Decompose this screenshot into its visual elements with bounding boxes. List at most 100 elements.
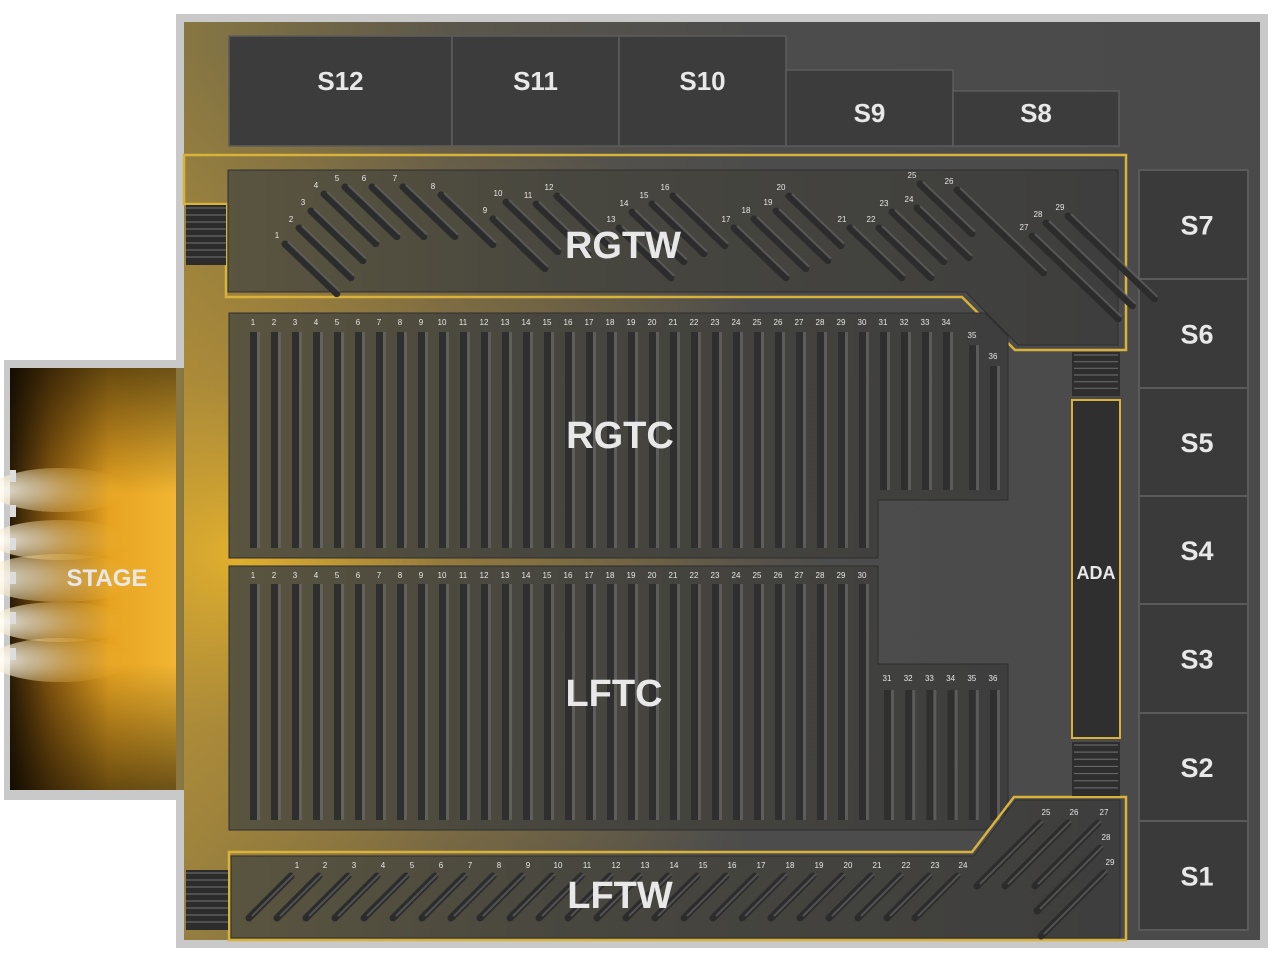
seat-row[interactable]: 1: [275, 231, 341, 298]
seat-row[interactable]: 22: [690, 571, 701, 820]
seat-row[interactable]: 32: [904, 674, 916, 820]
seat-row[interactable]: 26: [1001, 808, 1079, 890]
seat-row[interactable]: 34: [942, 318, 953, 490]
seat-row[interactable]: 4: [313, 571, 323, 820]
seat-row[interactable]: 24: [732, 571, 743, 820]
seat-row[interactable]: 23: [711, 571, 722, 820]
seat-row[interactable]: 5: [335, 174, 401, 241]
seat-row[interactable]: 3: [301, 198, 367, 265]
seat-row[interactable]: 28: [1034, 210, 1137, 310]
seat-row[interactable]: 15: [640, 191, 708, 258]
seat-row[interactable]: 11: [459, 571, 470, 820]
seat-row[interactable]: 28: [816, 318, 827, 548]
seat-row[interactable]: 28: [1033, 833, 1111, 915]
seat-row[interactable]: 14: [522, 571, 533, 820]
seat-row[interactable]: 23: [883, 861, 940, 922]
seat-row[interactable]: 29: [1056, 203, 1159, 303]
seat-row[interactable]: 17: [709, 861, 766, 922]
seat-row[interactable]: 13: [607, 215, 675, 282]
seat-row[interactable]: 13: [501, 318, 512, 548]
seat-row[interactable]: 5: [360, 861, 415, 922]
seat-row[interactable]: 1: [250, 318, 260, 548]
seat-row[interactable]: 35: [968, 331, 979, 490]
seat-row[interactable]: 3: [302, 861, 357, 922]
seat-row[interactable]: 31: [883, 674, 894, 820]
suite-box-s8[interactable]: S8: [952, 90, 1120, 147]
seat-row[interactable]: 16: [680, 861, 737, 922]
seat-row[interactable]: 3: [292, 318, 302, 548]
suite-box-s4[interactable]: S4: [1138, 495, 1249, 605]
seat-row[interactable]: 11: [535, 861, 592, 922]
seat-row[interactable]: 12: [480, 318, 491, 548]
seat-row[interactable]: 5: [334, 318, 344, 548]
seat-row[interactable]: 16: [661, 183, 729, 250]
seat-row[interactable]: 14: [522, 318, 533, 548]
seat-row[interactable]: 26: [774, 571, 785, 820]
seat-row[interactable]: 2: [273, 861, 328, 922]
seat-row[interactable]: 10: [438, 318, 449, 548]
seat-row[interactable]: 8: [397, 571, 407, 820]
seat-row[interactable]: 25: [753, 571, 764, 820]
seat-row[interactable]: 20: [796, 861, 853, 922]
seat-row[interactable]: 31: [879, 318, 890, 490]
seat-row[interactable]: 4: [314, 181, 380, 248]
seat-row[interactable]: 22: [867, 215, 935, 282]
seat-row[interactable]: 16: [564, 318, 575, 548]
seat-row[interactable]: 36: [989, 674, 1000, 820]
seat-row[interactable]: 20: [648, 571, 659, 820]
seat-row[interactable]: 5: [334, 571, 344, 820]
seat-row[interactable]: 25: [908, 171, 976, 238]
seat-row[interactable]: 24: [911, 861, 968, 922]
seat-row[interactable]: 29: [837, 318, 848, 548]
seat-row[interactable]: 21: [838, 215, 906, 282]
seat-row[interactable]: 20: [648, 318, 659, 548]
seat-row[interactable]: 22: [854, 861, 911, 922]
seat-row[interactable]: 25: [753, 318, 764, 548]
seat-row[interactable]: 35: [967, 674, 979, 820]
seat-row[interactable]: 29: [1037, 858, 1115, 940]
seat-row[interactable]: 15: [651, 861, 708, 922]
seat-row[interactable]: 3: [292, 571, 302, 820]
seat-row[interactable]: 19: [767, 861, 824, 922]
seat-row[interactable]: 12: [545, 183, 613, 250]
suite-box-s2[interactable]: S2: [1138, 712, 1249, 822]
seat-row[interactable]: 29: [837, 571, 848, 820]
seat-row[interactable]: 8: [397, 318, 407, 548]
seat-row[interactable]: 10: [438, 571, 449, 820]
seat-row[interactable]: 36: [989, 352, 1000, 490]
seat-row[interactable]: 19: [627, 318, 638, 548]
seat-row[interactable]: 2: [289, 215, 355, 282]
seat-row[interactable]: 6: [389, 861, 444, 922]
seat-row[interactable]: 34: [946, 674, 958, 820]
suite-box-s1[interactable]: S1: [1138, 820, 1249, 931]
suite-box-s3[interactable]: S3: [1138, 603, 1249, 714]
seat-row[interactable]: 8: [447, 861, 502, 922]
seat-row[interactable]: 16: [564, 571, 575, 820]
seat-row[interactable]: 28: [816, 571, 827, 820]
seat-row[interactable]: 26: [774, 318, 785, 548]
suite-box-s5[interactable]: S5: [1138, 387, 1249, 497]
seat-row[interactable]: 25: [973, 808, 1051, 890]
seat-row[interactable]: 7: [418, 861, 473, 922]
suite-box-s9[interactable]: S9: [785, 69, 954, 147]
seat-row[interactable]: 19: [627, 571, 638, 820]
suite-box-s7[interactable]: S7: [1138, 169, 1249, 280]
seat-row[interactable]: 24: [732, 318, 743, 548]
seat-row[interactable]: 6: [355, 571, 365, 820]
seat-row[interactable]: 14: [620, 199, 688, 266]
seat-row[interactable]: 13: [501, 571, 512, 820]
seat-row[interactable]: 27: [795, 571, 806, 820]
seat-row[interactable]: 23: [880, 199, 948, 266]
suite-box-s10[interactable]: S10: [618, 35, 787, 147]
seat-row[interactable]: 9: [476, 861, 531, 922]
seat-row[interactable]: 21: [669, 318, 680, 548]
seat-row[interactable]: 32: [900, 318, 911, 490]
seat-row[interactable]: 22: [690, 318, 701, 548]
seat-row[interactable]: 11: [459, 318, 470, 548]
seat-row[interactable]: 26: [945, 177, 1048, 277]
seat-row[interactable]: 15: [543, 318, 554, 548]
